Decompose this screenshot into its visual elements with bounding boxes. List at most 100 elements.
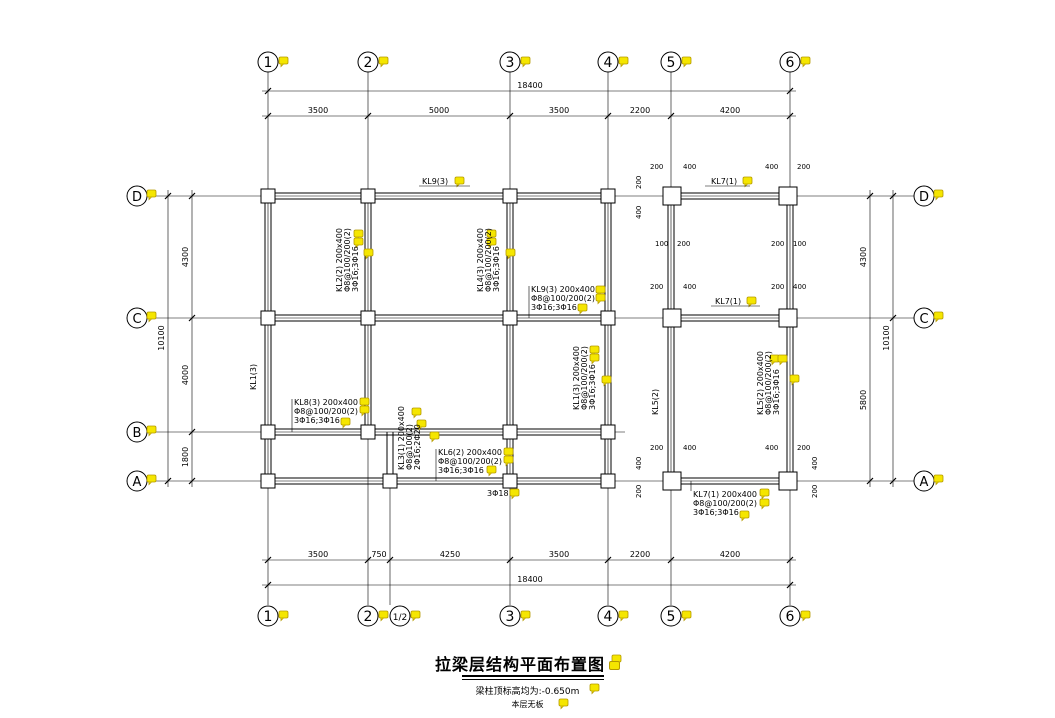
beam-kl9-top: KL9(3) bbox=[422, 177, 448, 186]
offset-d-200-a: 200 bbox=[650, 163, 663, 171]
dim-left-1: 4300 bbox=[181, 247, 190, 267]
slab-note: 本层无板 bbox=[511, 700, 544, 709]
beam-kl5-bars: 3Φ16;3Φ16 bbox=[772, 369, 781, 415]
axis-label-2-top: 2 bbox=[364, 55, 373, 71]
axis-label-3-bottom: 3 bbox=[506, 609, 515, 625]
beam-kl8: KL8(3) 200x400 bbox=[294, 398, 358, 407]
beam-kl7-stirrup: Φ8@100/200(2) bbox=[693, 499, 757, 508]
axis-label-1-2-bottom: 1/2 bbox=[393, 613, 407, 623]
axis-label-6-top: 6 bbox=[786, 55, 795, 71]
beam-kl9-bars: 3Φ16;3Φ16 bbox=[531, 303, 577, 312]
offset-a-200: 200 bbox=[635, 485, 643, 498]
beam-kl2-stirrup: Φ8@100/200(2) bbox=[343, 228, 352, 292]
dim-bottom-5: 2200 bbox=[630, 550, 650, 559]
dim-top-1: 3500 bbox=[308, 106, 328, 115]
offset-dv-200: 200 bbox=[635, 176, 643, 189]
offset-d-200-b: 200 bbox=[797, 163, 810, 171]
offset-c-400-b: 400 bbox=[793, 283, 806, 291]
dim-right-1: 4300 bbox=[859, 247, 868, 267]
drawing-title: 拉梁层结构平面布置图 bbox=[0, 651, 1055, 675]
beam-kl2-bars: 3Φ16;3Φ16 bbox=[351, 246, 360, 292]
offset-b-200-a: 200 bbox=[650, 444, 663, 452]
offset-b-400-b: 400 bbox=[765, 444, 778, 452]
axis-label-D-left: D bbox=[132, 190, 142, 205]
dim-right-2: 5800 bbox=[859, 390, 868, 410]
beam-kl9-stirrup: Φ8@100/200(2) bbox=[531, 294, 595, 303]
dim-top-4: 2200 bbox=[630, 106, 650, 115]
dim-top-total: 18400 bbox=[517, 81, 542, 90]
beam-kl8-bars: 3Φ16;3Φ16 bbox=[294, 416, 340, 425]
offset-a-400-r: 400 bbox=[811, 457, 819, 470]
elevation-note: 梁柱顶标高均为:-0.650m bbox=[475, 687, 580, 697]
axis-bubbles bbox=[126, 51, 935, 627]
dim-bottom-3: 4250 bbox=[440, 550, 460, 559]
leader-lines bbox=[291, 185, 760, 491]
axis-label-3-top: 3 bbox=[506, 55, 515, 71]
axis-label-A-right: A bbox=[920, 475, 929, 490]
dim-right-total: 10100 bbox=[882, 325, 891, 350]
beam-kl2: KL2(2) 200x400 bbox=[335, 228, 344, 292]
beam-kl3-bars: 2Φ16;2Φ20 bbox=[413, 424, 422, 470]
dimension-ticks bbox=[164, 87, 897, 589]
beam-kl7-bars: 3Φ16;3Φ16 bbox=[693, 508, 739, 517]
axis-label-B-left: B bbox=[133, 426, 142, 441]
dim-top-5: 4200 bbox=[720, 106, 740, 115]
offset-c-400-a: 400 bbox=[683, 283, 696, 291]
beam-kl7-mid: KL7(1) bbox=[715, 297, 741, 306]
offset-c-200-a: 200 bbox=[650, 283, 663, 291]
axis-label-C-right: C bbox=[919, 312, 928, 327]
axis-label-2-bottom: 2 bbox=[364, 609, 373, 625]
beam-kl4-bars: 3Φ16;3Φ16 bbox=[492, 246, 501, 292]
dim-left-3: 1800 bbox=[181, 447, 190, 467]
offset-a-400: 400 bbox=[635, 457, 643, 470]
title-underline bbox=[462, 675, 604, 677]
offset-d-400-b: 400 bbox=[765, 163, 778, 171]
beam-kl1-stirrup: Φ8@100/200(2) bbox=[580, 346, 589, 410]
dim-left-total: 10100 bbox=[157, 325, 166, 350]
axis-label-1-top: 1 bbox=[264, 55, 273, 71]
dim-bottom-2: 750 bbox=[371, 550, 386, 559]
axis-label-1-bottom: 1 bbox=[264, 609, 273, 625]
beams bbox=[264, 192, 794, 485]
offset-dv-400: 400 bbox=[635, 206, 643, 219]
beam-kl6: KL6(2) 200x400 bbox=[438, 448, 502, 457]
axis-label-D-right: D bbox=[919, 190, 929, 205]
dim-bottom-4: 3500 bbox=[549, 550, 569, 559]
beam-kl7-top: KL7(1) bbox=[711, 177, 737, 186]
offset-a-200-r: 200 bbox=[811, 485, 819, 498]
offset-b-200-b: 200 bbox=[797, 444, 810, 452]
axis-label-5-top: 5 bbox=[667, 55, 676, 71]
beam-kl1-bars: 3Φ16;3Φ16 bbox=[588, 364, 597, 410]
comment-icon[interactable] bbox=[609, 661, 620, 670]
axis-label-6-bottom: 6 bbox=[786, 609, 795, 625]
offset-c-200-b: 200 bbox=[771, 283, 784, 291]
dim-top-2: 5000 bbox=[429, 106, 449, 115]
axis-label-C-left: C bbox=[132, 312, 141, 327]
beam-kl6-stirrup: Φ8@100/200(2) bbox=[438, 457, 502, 466]
beam-labels: KL9(3) KL7(1) KL7(1) KL2(2) 200x400 Φ8@1… bbox=[249, 177, 781, 517]
offset-b-400-a: 400 bbox=[683, 444, 696, 452]
beam-kl5-left: KL5(2) bbox=[651, 389, 660, 415]
beam-kl6-extra: 3Φ18 bbox=[487, 489, 509, 498]
beam-kl7: KL7(1) 200x400 bbox=[693, 490, 757, 499]
beam-kl6-bars: 3Φ16;3Φ16 bbox=[438, 466, 484, 475]
beam-kl3: KL3(1) 200x400 bbox=[397, 406, 406, 470]
offset-d-400-a: 400 bbox=[683, 163, 696, 171]
dim-top-3: 3500 bbox=[549, 106, 569, 115]
columns bbox=[260, 186, 798, 491]
offset-d-100-b: 100 bbox=[793, 240, 806, 248]
dim-left-2: 4000 bbox=[181, 365, 190, 385]
axis-label-4-bottom: 4 bbox=[604, 609, 613, 625]
axis-label-A-left: A bbox=[133, 475, 142, 490]
beam-kl3-stirrup: Φ8@100(2) bbox=[405, 424, 414, 470]
offset-d-200-d: 200 bbox=[771, 240, 784, 248]
beam-kl1: KL1(3) 200x400 bbox=[572, 346, 581, 410]
offset-d-200-c: 200 bbox=[677, 240, 690, 248]
dim-bottom-total: 18400 bbox=[517, 575, 542, 584]
beam-kl5-stirrup: Φ8@100/200(2) bbox=[764, 351, 773, 415]
beam-kl4: KL4(3) 200x400 bbox=[476, 228, 485, 292]
dimension-lines bbox=[167, 90, 894, 586]
beam-kl9: KL9(3) 200x400 bbox=[531, 285, 595, 294]
dim-bottom-6: 4200 bbox=[720, 550, 740, 559]
